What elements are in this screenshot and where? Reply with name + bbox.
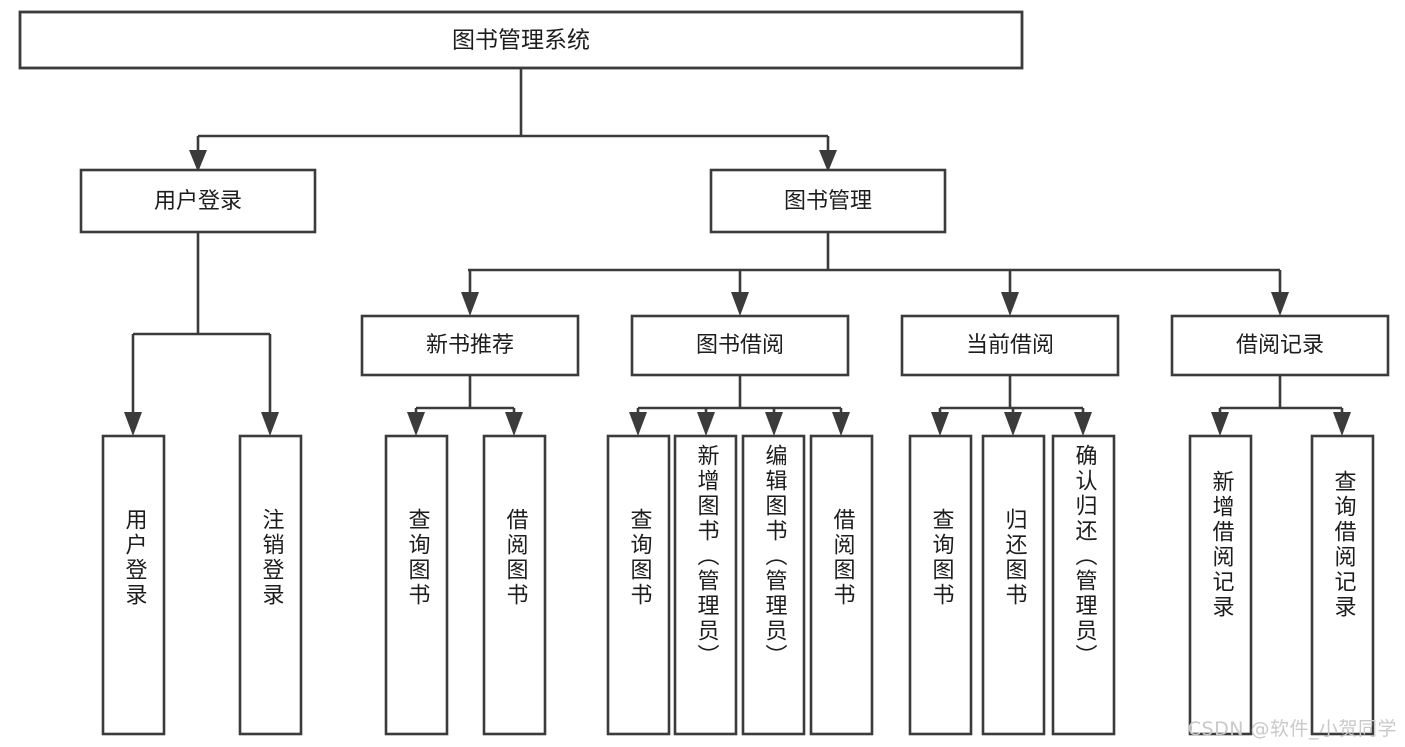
node-root[interactable]: 图书管理系统 — [18, 10, 1024, 70]
node-new-book-rec-label: 新书推荐 — [426, 333, 514, 358]
arrow-head-leaf-edit-book — [765, 412, 783, 436]
node-root-box[interactable] — [18, 10, 1024, 70]
arrow-head-leaf-query-book-2 — [629, 412, 647, 436]
node-book-manage-label: 图书管理 — [784, 189, 872, 214]
leaf-box-edit-book[interactable] — [741, 434, 806, 736]
leaf-box-query-record[interactable] — [1310, 434, 1375, 736]
node-root-label: 图书管理系统 — [452, 28, 590, 54]
arrow-head-current-borrow — [1001, 292, 1019, 316]
node-book-manage[interactable]: 图书管理 — [709, 168, 947, 234]
node-current-borrow[interactable]: 当前借阅 — [900, 314, 1120, 377]
arrow-head-leaf-borrow-book-2 — [832, 412, 850, 436]
arrow-head-user-login — [189, 150, 207, 172]
node-borrow-record-label: 借阅记录 — [1236, 333, 1324, 358]
arrow-head-book-manage — [819, 150, 837, 172]
node-borrow-record[interactable]: 借阅记录 — [1170, 314, 1390, 377]
node-current-borrow-label: 当前借阅 — [966, 333, 1054, 358]
leaf-box-user-login[interactable] — [101, 434, 166, 736]
arrow-head-new-book-rec — [461, 292, 479, 316]
node-borrow-record-box[interactable] — [1170, 314, 1390, 377]
leaf-box-add-record[interactable] — [1188, 434, 1253, 736]
csdn-watermark: CSDN @软件_小贺同学 — [1187, 718, 1397, 740]
node-book-borrow-box[interactable] — [630, 314, 850, 377]
leaf-box-return-book[interactable] — [981, 434, 1046, 736]
node-new-book-rec[interactable]: 新书推荐 — [360, 314, 580, 377]
node-book-manage-box[interactable] — [709, 168, 947, 234]
arrow-head-borrow-record — [1271, 292, 1289, 316]
node-book-borrow-label: 图书借阅 — [696, 333, 784, 358]
arrow-head-leaf-return-book — [1004, 412, 1022, 436]
arrow-head-book-borrow — [731, 292, 749, 316]
leaf-box-borrow-book-2[interactable] — [809, 434, 874, 736]
node-user-login-box[interactable] — [79, 168, 317, 234]
arrow-head-leaf-logout — [261, 412, 279, 436]
arrow-head-leaf-confirm-return — [1074, 412, 1092, 436]
node-new-book-rec-box[interactable] — [360, 314, 580, 377]
arrow-head-leaf-user-login — [124, 412, 142, 436]
leaf-box-query-book-2[interactable] — [606, 434, 671, 736]
arrow-head-leaf-borrow-book-1 — [505, 412, 523, 436]
arrow-head-leaf-query-record — [1333, 412, 1351, 436]
leaf-box-query-book-3[interactable] — [908, 434, 973, 736]
leaf-box-query-book-1[interactable] — [384, 434, 449, 736]
arrow-head-leaf-query-book-1 — [407, 412, 425, 436]
node-book-borrow[interactable]: 图书借阅 — [630, 314, 850, 377]
leaf-box-logout[interactable] — [238, 434, 303, 736]
arrow-head-leaf-query-book-3 — [931, 412, 949, 436]
arrow-head-leaf-add-book — [697, 412, 715, 436]
leaf-box-borrow-book-1[interactable] — [482, 434, 547, 736]
node-user-login[interactable]: 用户登录 — [79, 168, 317, 234]
arrow-head-leaf-add-record — [1211, 412, 1229, 436]
leaf-box-confirm-return[interactable] — [1051, 434, 1116, 736]
node-user-login-label: 用户登录 — [154, 189, 242, 214]
connector-layer — [124, 68, 1351, 436]
node-current-borrow-box[interactable] — [900, 314, 1120, 377]
leaf-box-add-book[interactable] — [673, 434, 738, 736]
